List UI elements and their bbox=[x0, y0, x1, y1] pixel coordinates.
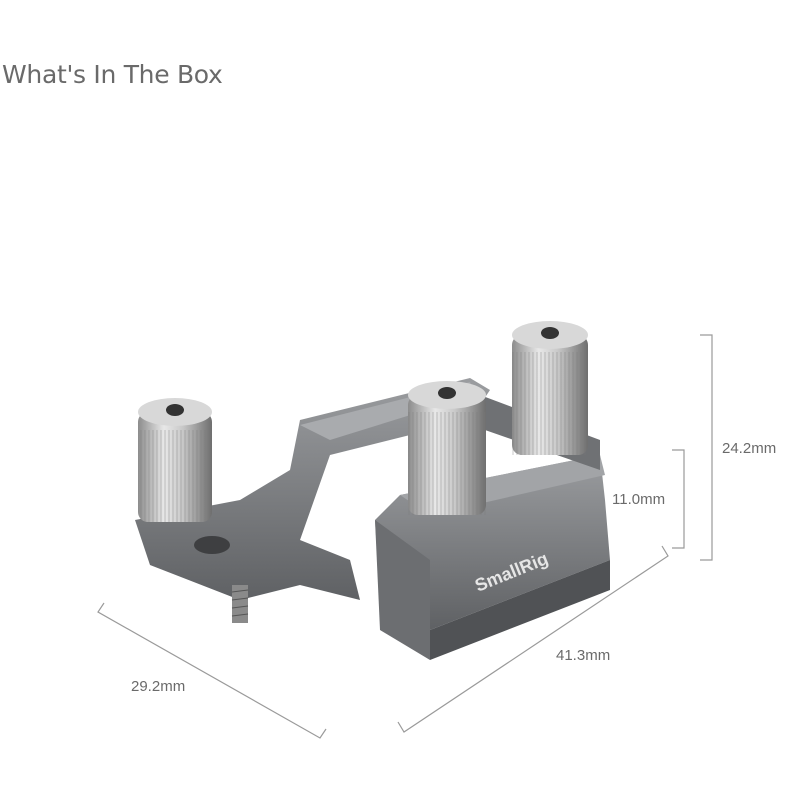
thumb-screw-right bbox=[512, 321, 588, 455]
section-title: What's In The Box bbox=[2, 60, 223, 89]
dim-line-11.0 bbox=[672, 449, 685, 549]
dim-line-29.2 bbox=[97, 602, 327, 739]
dim-line-24.2 bbox=[700, 334, 713, 561]
dim-line-41.3 bbox=[397, 545, 669, 733]
dim-label-total-height: 24.2mm bbox=[722, 440, 777, 457]
thumb-screw-middle bbox=[408, 381, 486, 515]
dim-label-length: 41.3mm bbox=[556, 647, 611, 664]
dim-label-block-height: 11.0mm bbox=[612, 491, 666, 508]
thumb-screw-left bbox=[138, 398, 212, 522]
dim-label-width: 29.2mm bbox=[131, 678, 186, 695]
